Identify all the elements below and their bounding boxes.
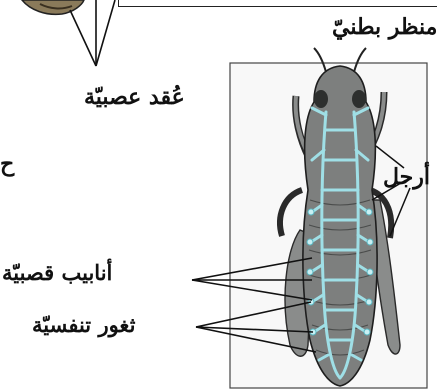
legs-label: أرجل	[383, 166, 430, 188]
cut-off-label: ح	[0, 153, 14, 175]
tracheae-label: أنابيب قصبيّة	[2, 262, 112, 283]
partial-insect-head	[22, 0, 84, 14]
ventral-view-label: منظر بطنيّ	[332, 16, 437, 38]
ganglia-pointer-lines	[70, 0, 115, 66]
spiracles-label: ثغور تنفسيّة	[32, 314, 135, 335]
nerve-ganglia-label: عُقد عصبيّة	[84, 86, 185, 108]
